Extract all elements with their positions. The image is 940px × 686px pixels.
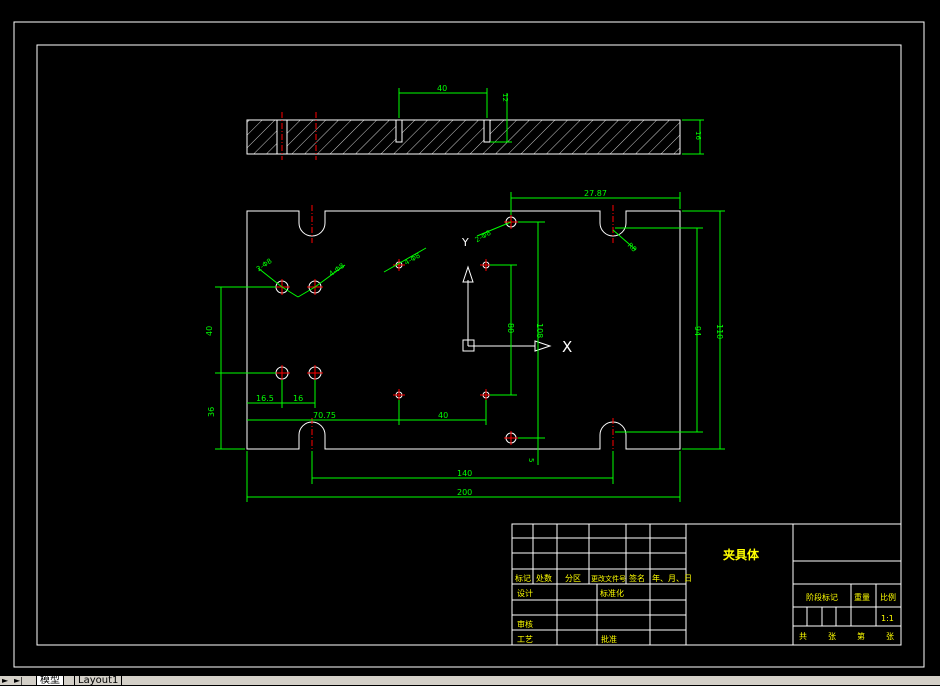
part-name: 夹具体	[723, 547, 760, 562]
inner-frame	[36, 44, 902, 646]
row-review: 审核	[517, 619, 533, 629]
layout-tab-bar: ► ►| 模型 Layout1	[0, 676, 940, 686]
dim-overall-height: 110	[715, 324, 724, 339]
weight-label: 重量	[854, 592, 870, 602]
callout-holes-3: 4-Φ8	[403, 252, 422, 267]
ucs-x-label: X	[562, 338, 572, 356]
dim-side-thickness: 16	[694, 131, 702, 140]
callout-holes-2: 4-Φ8	[328, 262, 346, 278]
hdr-change-doc: 更改文件号	[591, 574, 626, 583]
outer-frame	[13, 21, 925, 668]
hdr-date: 年、月、日	[652, 573, 692, 583]
row-approve: 批准	[601, 634, 617, 644]
scale-value: 1:1	[881, 614, 894, 623]
dim-left-hole-spacing: 40	[205, 326, 214, 336]
top-view: Y X 2-Φ8 4-Φ8 4-Φ8 2-Φ8 R8 27.87 110 94	[205, 189, 725, 502]
ucs-icon: Y X	[461, 236, 572, 356]
hole-7	[393, 389, 405, 401]
scroll-tabs-right-icon[interactable]: ►|	[14, 676, 23, 685]
dim-offset-top: 27.87	[584, 189, 607, 198]
plate-outline	[246, 210, 681, 450]
hdr-sign: 签名	[629, 573, 645, 583]
dim-side-slot-depth: 12	[501, 93, 509, 102]
hdr-zone: 分区	[565, 574, 581, 583]
side-view: 40 12 16	[246, 84, 704, 160]
side-slot-right	[483, 119, 491, 143]
dim-hole-x1: 16.5	[256, 394, 274, 403]
dim-overall-width: 200	[457, 488, 472, 497]
hdr-count: 处数	[536, 573, 552, 583]
dim-bottom-small: 5	[527, 458, 535, 462]
side-view-section	[246, 119, 681, 155]
dim-center-x: 70.75	[313, 411, 336, 420]
sheet-no-suffix: 张	[886, 632, 894, 641]
sheet-no-prefix: 第	[857, 631, 865, 641]
hole-3	[274, 365, 290, 381]
callout-holes-4: 2-Φ8	[474, 229, 493, 244]
title-block: 夹具体 标记 处数 分区 更改文件号 签名 年、月、日 设计 标准化 审核 工艺…	[511, 523, 902, 646]
row-process: 工艺	[517, 635, 533, 644]
sheet-total-prefix: 共	[799, 632, 807, 641]
dim-hole-height: 108	[535, 323, 544, 338]
dim-left-bottom: 36	[207, 407, 216, 417]
side-slot-middle	[395, 119, 403, 143]
scroll-tabs-left-icon[interactable]: ►	[2, 676, 9, 685]
dim-hole-row-height: 80	[506, 323, 515, 333]
dim-inner-height: 94	[693, 326, 702, 336]
tab-layout1[interactable]: Layout1	[74, 676, 123, 686]
dim-center-gap: 40	[438, 411, 448, 420]
hole-4	[307, 365, 323, 381]
scale-label: 比例	[880, 592, 896, 602]
sheet-total-suffix: 张	[828, 632, 836, 641]
row-design: 设计	[517, 588, 533, 598]
dim-slot-spacing: 140	[457, 469, 472, 478]
callout-holes-1: 2-Φ8	[255, 257, 273, 273]
stage-label: 阶段标记	[806, 592, 838, 602]
dim-side-width: 40	[437, 84, 447, 93]
dim-hole-x2: 16	[293, 394, 303, 403]
row-standard: 标准化	[600, 588, 624, 598]
hole-10	[504, 431, 518, 445]
ucs-y-label: Y	[461, 236, 469, 249]
hdr-mark: 标记	[515, 573, 531, 583]
tab-model[interactable]: 模型	[36, 676, 64, 686]
